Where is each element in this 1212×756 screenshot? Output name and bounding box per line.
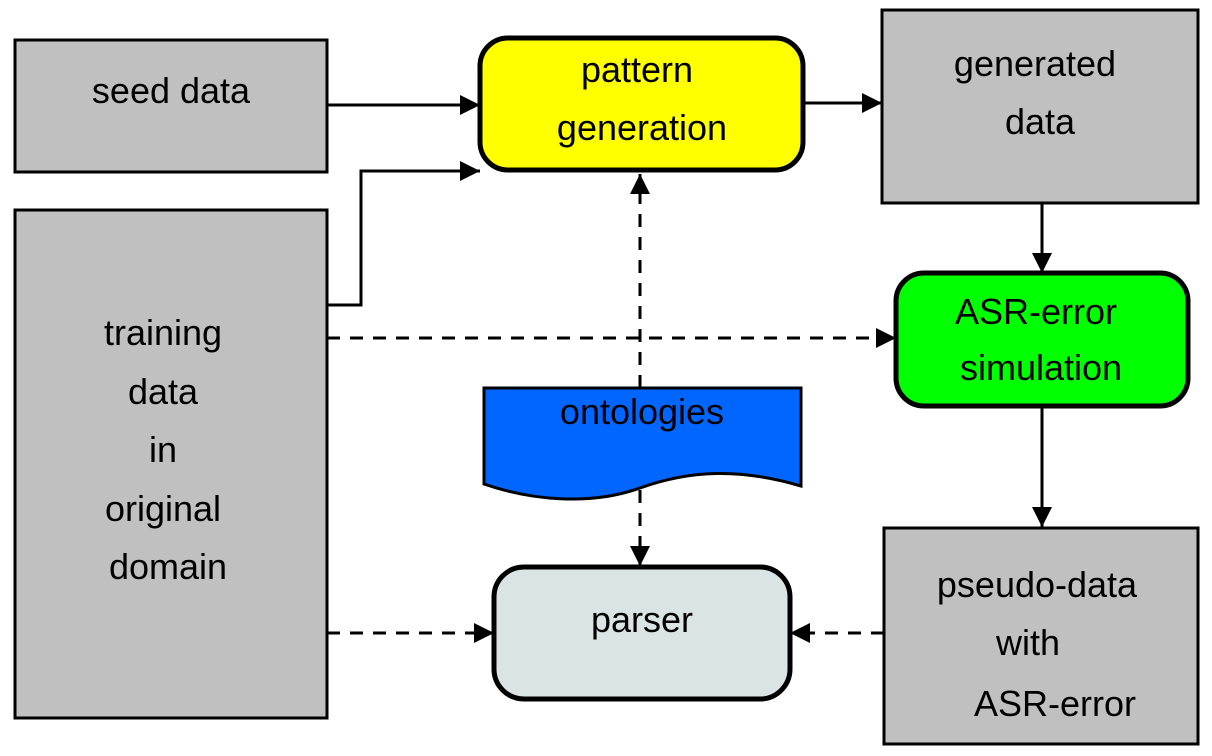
edges	[327, 93, 1052, 643]
ontologies-document-shape	[482, 386, 803, 501]
parser-box	[491, 564, 793, 702]
pattern-generation-box	[477, 35, 806, 173]
generated-data-box	[880, 8, 1200, 205]
asr-error-simulation-label: ASR-error simulation	[955, 291, 1127, 388]
node-asr-error-simulation: ASR-error simulation	[893, 270, 1191, 409]
training-data-label: training data in original domain	[104, 312, 232, 587]
ontologies-label: ontologies	[560, 391, 724, 432]
node-generated-data: generated data	[880, 8, 1200, 205]
edge-training-to-pattern	[327, 161, 480, 307]
pseudo-data-box	[882, 526, 1200, 746]
node-ontologies: ontologies	[482, 386, 803, 501]
pattern-generation-label: pattern generation	[557, 49, 727, 148]
node-training-data: training data in original domain	[13, 208, 329, 720]
training-data-box	[13, 208, 329, 720]
parser-label: parser	[591, 599, 693, 640]
seed-data-box	[13, 38, 329, 174]
seed-data-label: seed data	[92, 70, 251, 111]
node-pattern-generation: pattern generation	[477, 35, 806, 173]
pseudo-data-label: pseudo-data with ASR-error	[937, 564, 1147, 724]
generated-data-label: generated data	[954, 43, 1126, 142]
node-seed-data: seed data	[13, 38, 329, 174]
asr-error-simulation-box	[893, 270, 1191, 409]
node-pseudo-data: pseudo-data with ASR-error	[882, 526, 1200, 746]
node-parser: parser	[491, 564, 793, 702]
